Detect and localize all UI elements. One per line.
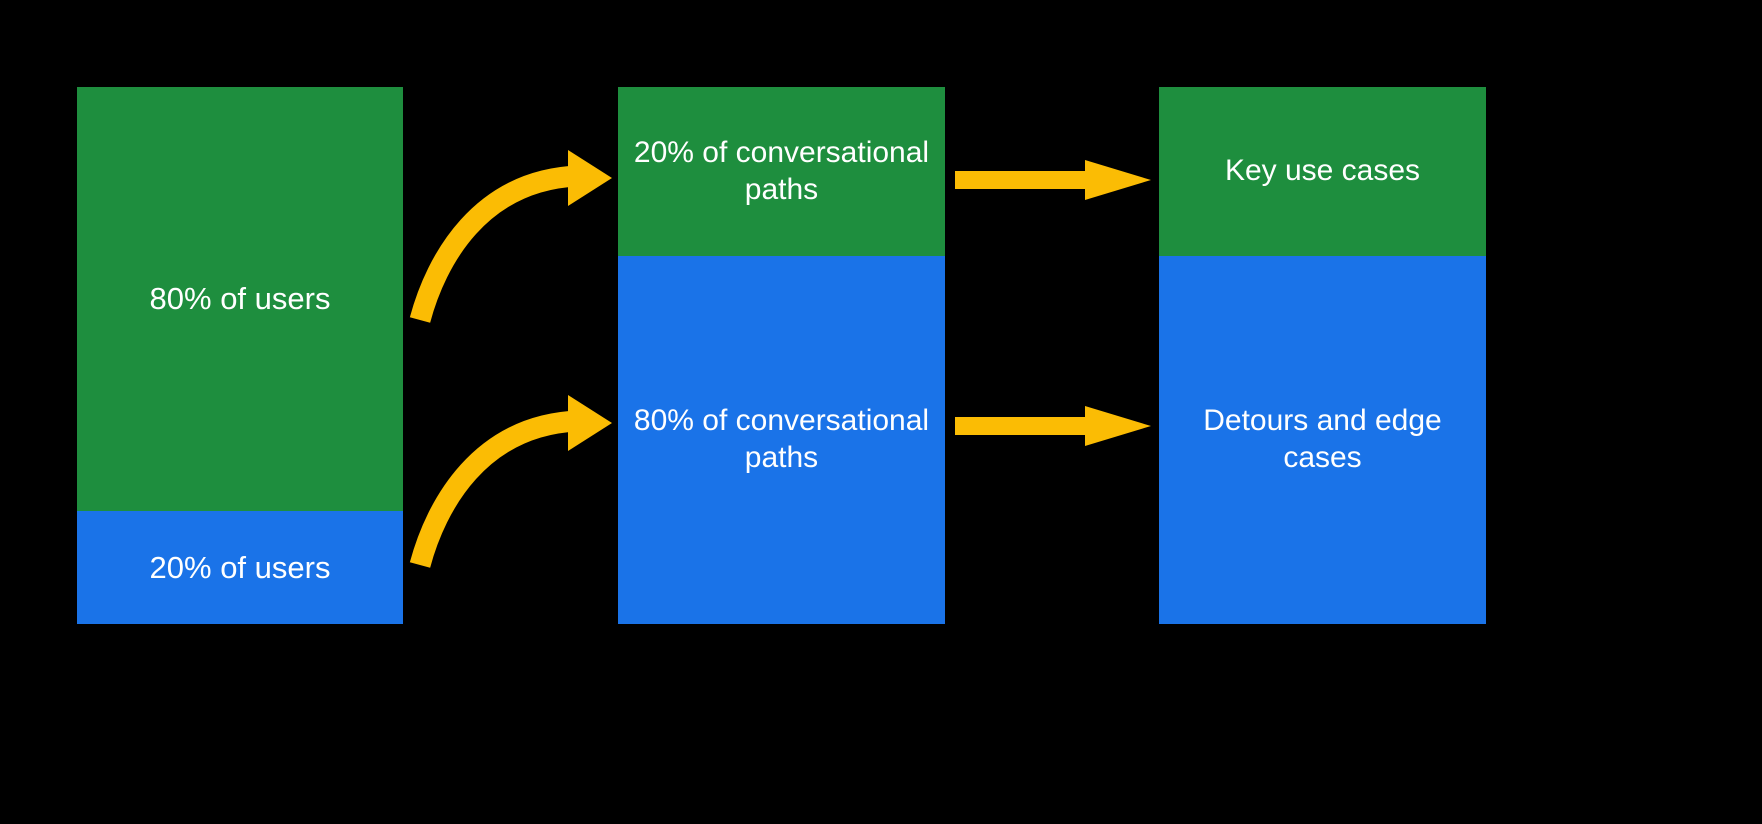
- segment-label: 80% of users: [149, 281, 331, 317]
- segment-key-use-cases: Key use cases: [1159, 87, 1486, 256]
- segment-label: Detours and edge cases: [1203, 404, 1442, 474]
- segment-label: 20% of conversational paths: [633, 135, 930, 206]
- conversational-paths-column: 20% of conversational paths 80% of conve…: [618, 87, 945, 624]
- curved-arrow-users-to-paths-blue-icon: [409, 395, 612, 568]
- users-column: 80% of users 20% of users: [77, 87, 403, 624]
- straight-arrow-paths-to-detours-icon: [955, 406, 1151, 446]
- segment-label: 80% of conversational paths: [633, 404, 930, 474]
- segment-20-percent-users: 20% of users: [77, 511, 403, 624]
- segment-label: Key use cases: [1224, 154, 1421, 188]
- segment-label: 20% of users: [149, 549, 331, 585]
- curved-arrow-users-to-paths-green-icon: [409, 150, 612, 323]
- use-cases-column: Key use cases Detours and edge cases: [1159, 87, 1486, 624]
- segment-20-percent-conversational-paths: 20% of conversational paths: [618, 87, 945, 256]
- segment-detours-and-edge-cases: Detours and edge cases: [1159, 256, 1486, 624]
- straight-arrow-paths-to-key-use-cases-icon: [955, 160, 1151, 200]
- segment-80-percent-conversational-paths: 80% of conversational paths: [618, 256, 945, 624]
- segment-80-percent-users: 80% of users: [77, 87, 403, 511]
